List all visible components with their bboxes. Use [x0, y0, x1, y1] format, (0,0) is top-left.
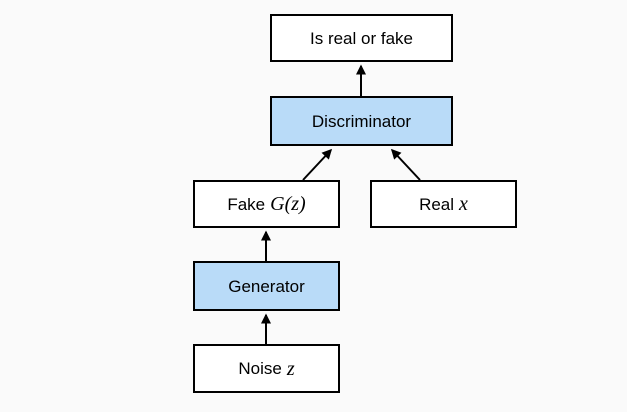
- arrow-real-to-discriminator: [390, 148, 421, 181]
- node-real-x: Real x: [370, 180, 517, 228]
- node-noise-z: Noise z: [193, 344, 340, 393]
- node-label: Is real or fake: [310, 28, 413, 48]
- node-label: Fake: [227, 194, 266, 214]
- node-label: Noise: [238, 359, 282, 378]
- node-fake-gz: Fake G(z): [193, 180, 340, 228]
- node-discriminator: Discriminator: [270, 96, 453, 146]
- node-label-math: G(z): [270, 193, 306, 215]
- node-is-real-or-fake: Is real or fake: [270, 14, 453, 62]
- node-label: Real: [419, 194, 455, 214]
- node-label: Generator: [228, 276, 305, 296]
- node-label: Discriminator: [311, 111, 412, 131]
- node-label-math: z: [286, 357, 295, 380]
- node-label-math: x: [459, 193, 468, 215]
- arrow-fake-to-discriminator: [302, 148, 333, 181]
- node-generator: Generator: [193, 261, 340, 311]
